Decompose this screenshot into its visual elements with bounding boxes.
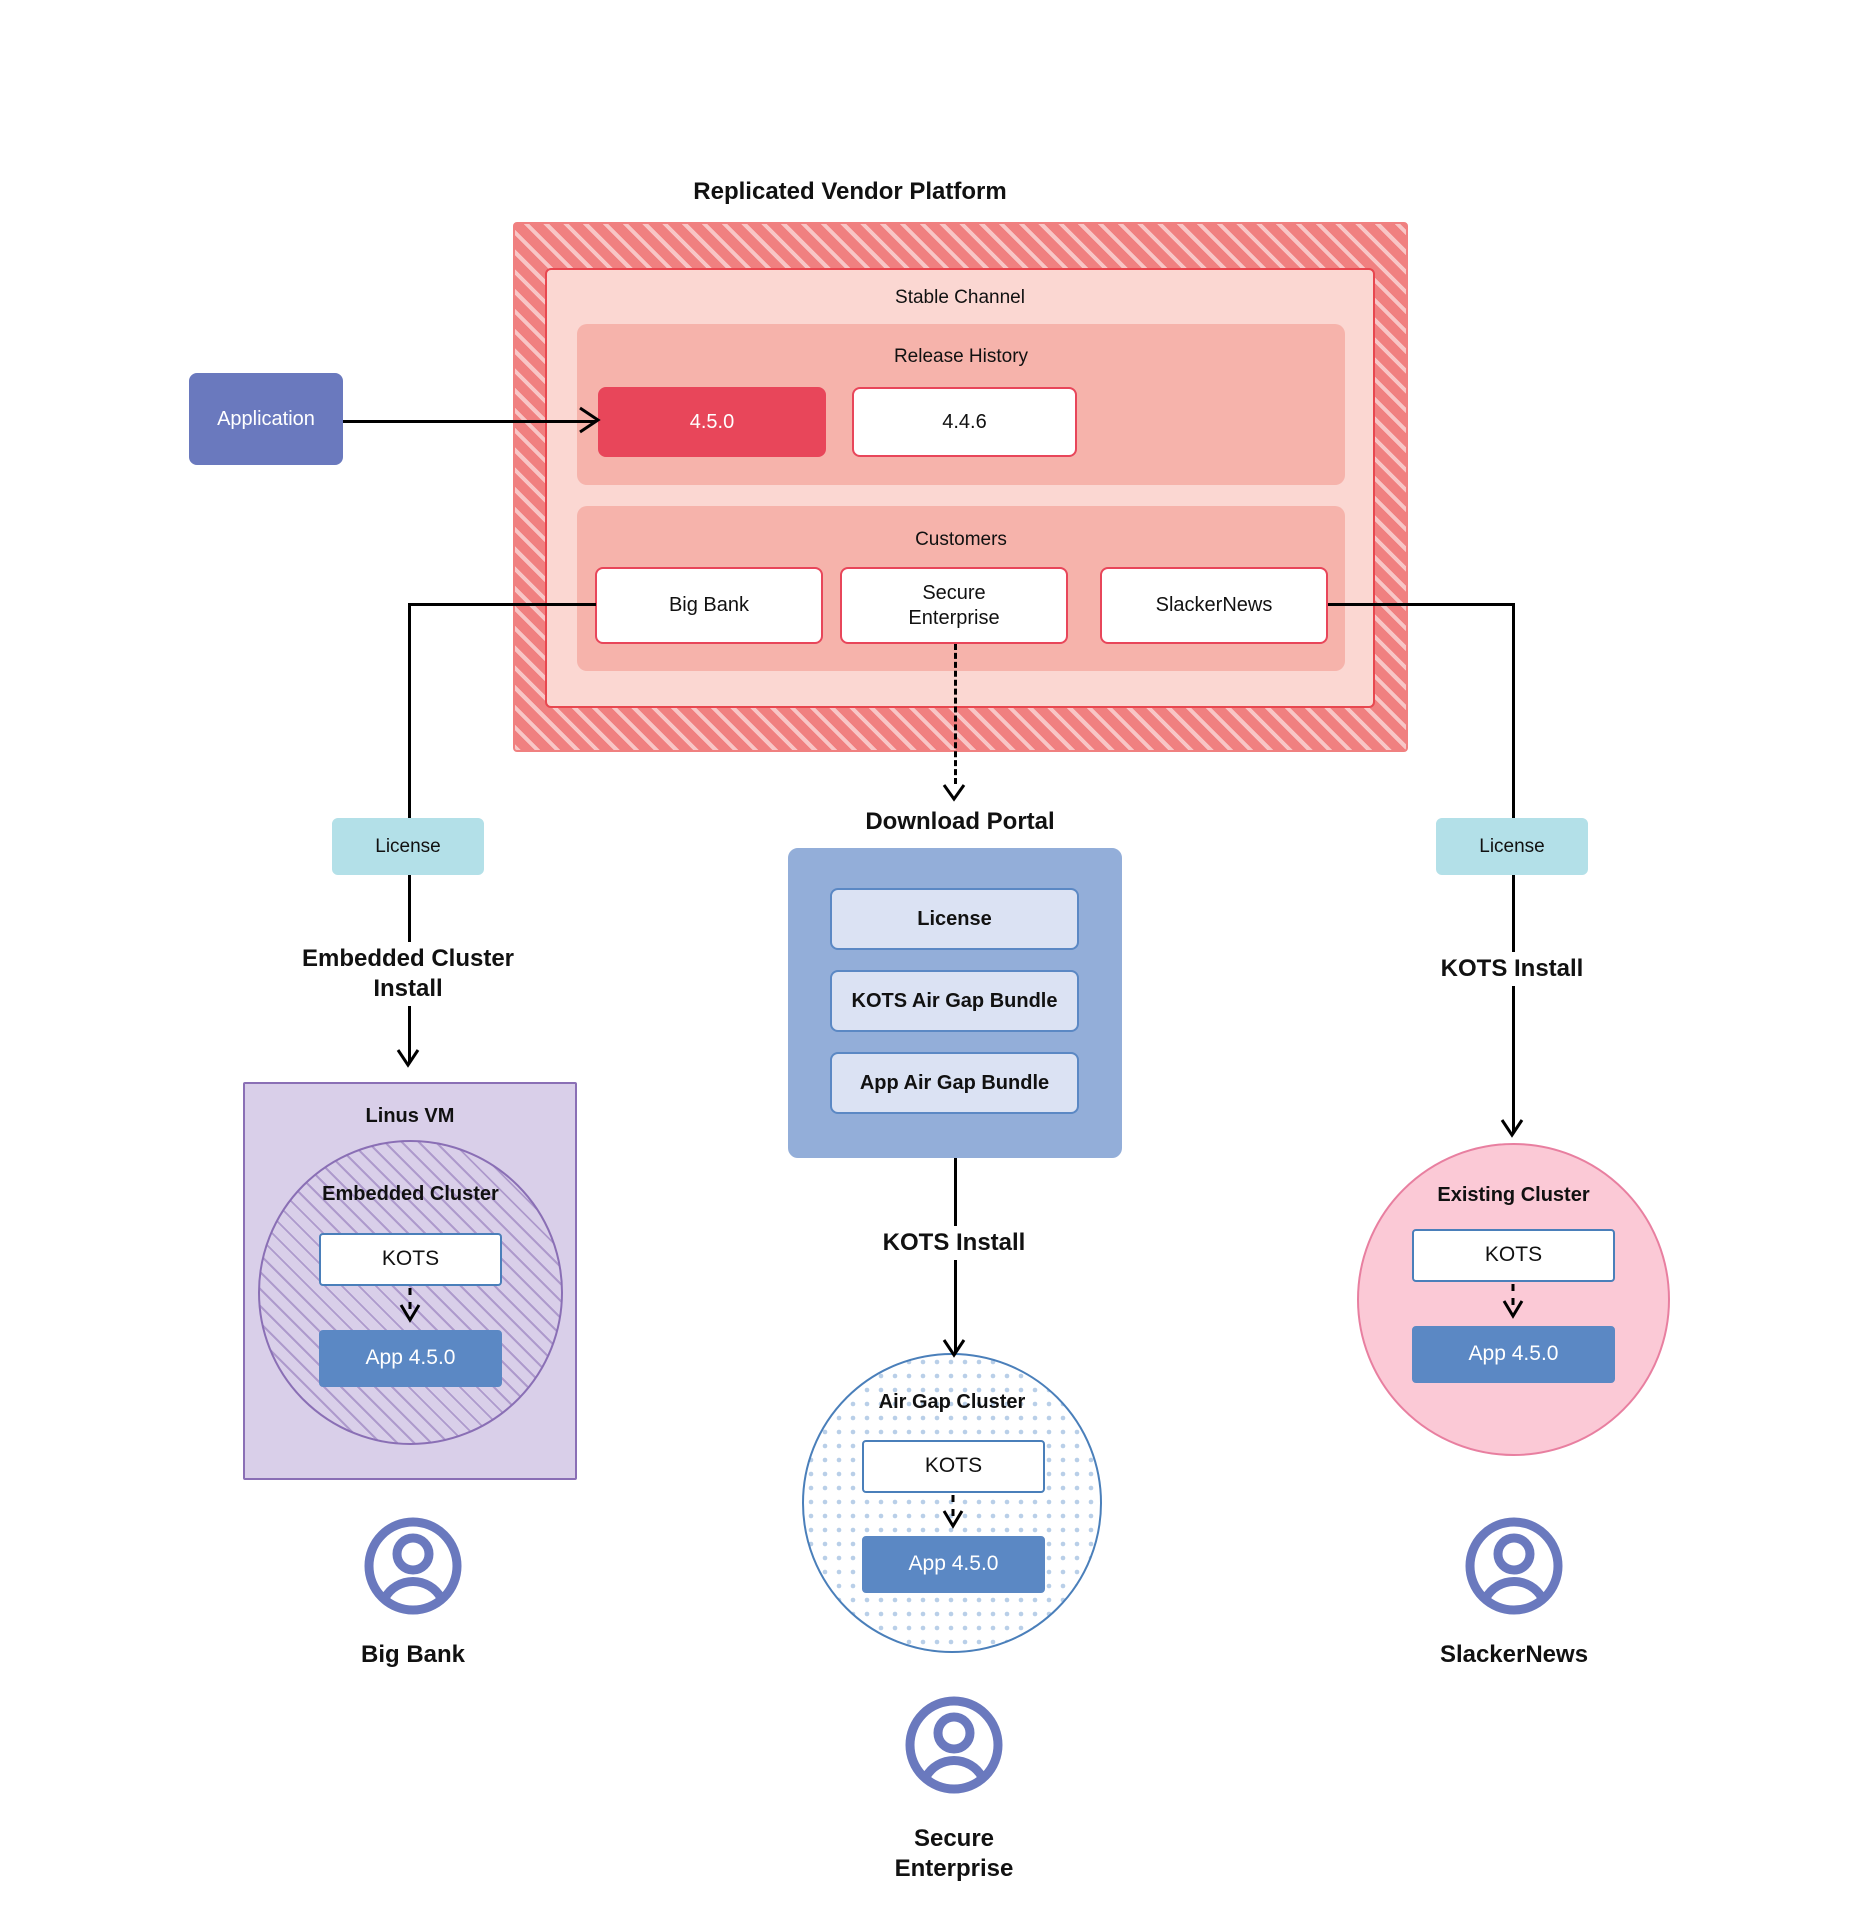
connector-application-to-release	[343, 420, 596, 423]
avatar-slackernews	[1464, 1516, 1564, 1616]
stable-channel-title: Stable Channel	[895, 287, 1025, 309]
persona-label-secure-enterprise: Secure Enterprise	[894, 1825, 1014, 1882]
connector-license-right-to-cluster	[1512, 875, 1515, 1133]
customer-chip-big-bank[interactable]: Big Bank	[595, 567, 823, 644]
persona-label-slackernews: SlackerNews	[1439, 1641, 1589, 1668]
avatar-big-bank	[363, 1516, 463, 1616]
connector-slackernews-vertical	[1512, 603, 1515, 818]
portal-item-license[interactable]: License	[830, 888, 1079, 950]
customer-chip-slackernews[interactable]: SlackerNews	[1100, 567, 1328, 644]
connector-slackernews-horizontal	[1328, 603, 1515, 606]
persona-label-big-bank: Big Bank	[360, 1641, 465, 1668]
existing-cluster-title: Existing Cluster	[1437, 1183, 1590, 1206]
kots-box-existing[interactable]: KOTS	[1412, 1229, 1615, 1282]
embedded-cluster-install-label: Embedded Cluster Install	[288, 942, 528, 1006]
app-box-embedded[interactable]: App 4.5.0	[319, 1330, 502, 1387]
license-chip-left[interactable]: License	[332, 818, 484, 875]
download-portal-title: Download Portal	[865, 808, 1055, 835]
arrowhead-to-download-portal	[942, 784, 966, 802]
connector-bigbank-horizontal	[408, 603, 596, 606]
app-box-airgap[interactable]: App 4.5.0	[862, 1536, 1045, 1593]
license-chip-right[interactable]: License	[1436, 818, 1588, 875]
release-chip-past[interactable]: 4.4.6	[852, 387, 1077, 457]
user-avatar-icon	[1465, 1517, 1563, 1615]
kots-box-embedded[interactable]: KOTS	[319, 1233, 502, 1286]
kots-box-airgap[interactable]: KOTS	[862, 1440, 1045, 1493]
customer-chip-secure-enterprise[interactable]: Secure Enterprise	[840, 567, 1068, 644]
linux-vm-title: Linus VM	[365, 1104, 455, 1127]
avatar-secure-enterprise	[904, 1695, 1004, 1795]
application-box[interactable]: Application	[189, 373, 343, 465]
embedded-cluster-title: Embedded Cluster	[322, 1182, 499, 1205]
release-history-title: Release History	[893, 346, 1029, 368]
diagram-title: Replicated Vendor Platform	[693, 178, 1007, 205]
portal-item-app-air-gap-bundle[interactable]: App Air Gap Bundle	[830, 1052, 1079, 1114]
kots-install-label-right: KOTS Install	[1402, 952, 1622, 986]
connector-secure-enterprise-dashed	[954, 644, 957, 784]
air-gap-cluster-title: Air Gap Cluster	[878, 1390, 1026, 1413]
connector-bigbank-vertical	[408, 603, 411, 818]
user-avatar-icon	[905, 1696, 1003, 1794]
kots-install-label-middle: KOTS Install	[844, 1226, 1064, 1260]
user-avatar-icon	[364, 1517, 462, 1615]
portal-item-kots-air-gap-bundle[interactable]: KOTS Air Gap Bundle	[830, 970, 1079, 1032]
app-box-existing[interactable]: App 4.5.0	[1412, 1326, 1615, 1383]
release-chip-current[interactable]: 4.5.0	[598, 387, 826, 457]
customers-title: Customers	[915, 529, 1007, 551]
